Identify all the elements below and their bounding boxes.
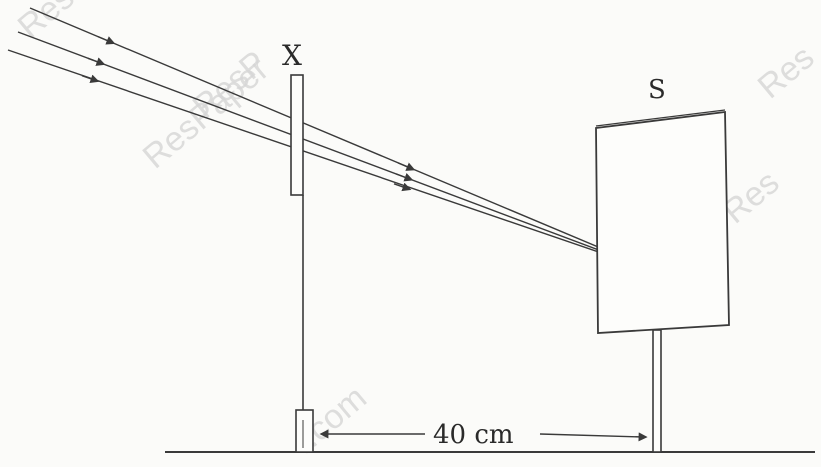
arrow-icon (87, 57, 106, 66)
distance-label: 40 cm (433, 420, 514, 450)
arrow-icon (395, 173, 414, 182)
ray-top (29, 7, 661, 274)
lens (290, 74, 304, 196)
lens-label: X (282, 39, 302, 72)
lens-base (295, 409, 314, 453)
arrow-icon (81, 74, 100, 84)
screen-stand (652, 329, 662, 453)
screen (595, 110, 730, 334)
watermark-4: Res (11, 0, 82, 46)
ray-bottom (7, 49, 661, 274)
screen-assembly: S (595, 75, 730, 453)
lens-assembly: X (282, 39, 314, 453)
distance-dimension: 40 cm (319, 420, 648, 450)
arrow-icon (97, 35, 116, 45)
light-rays (7, 7, 661, 274)
ray-arrows (81, 35, 416, 192)
ray-middle (17, 31, 661, 274)
watermark-5: Res (751, 38, 821, 106)
dimension-arrow-right (539, 432, 648, 442)
arrow-icon (397, 162, 416, 171)
screen-label: S (648, 75, 666, 105)
arrow-icon (393, 182, 412, 192)
screen-top-edge (595, 109, 726, 127)
